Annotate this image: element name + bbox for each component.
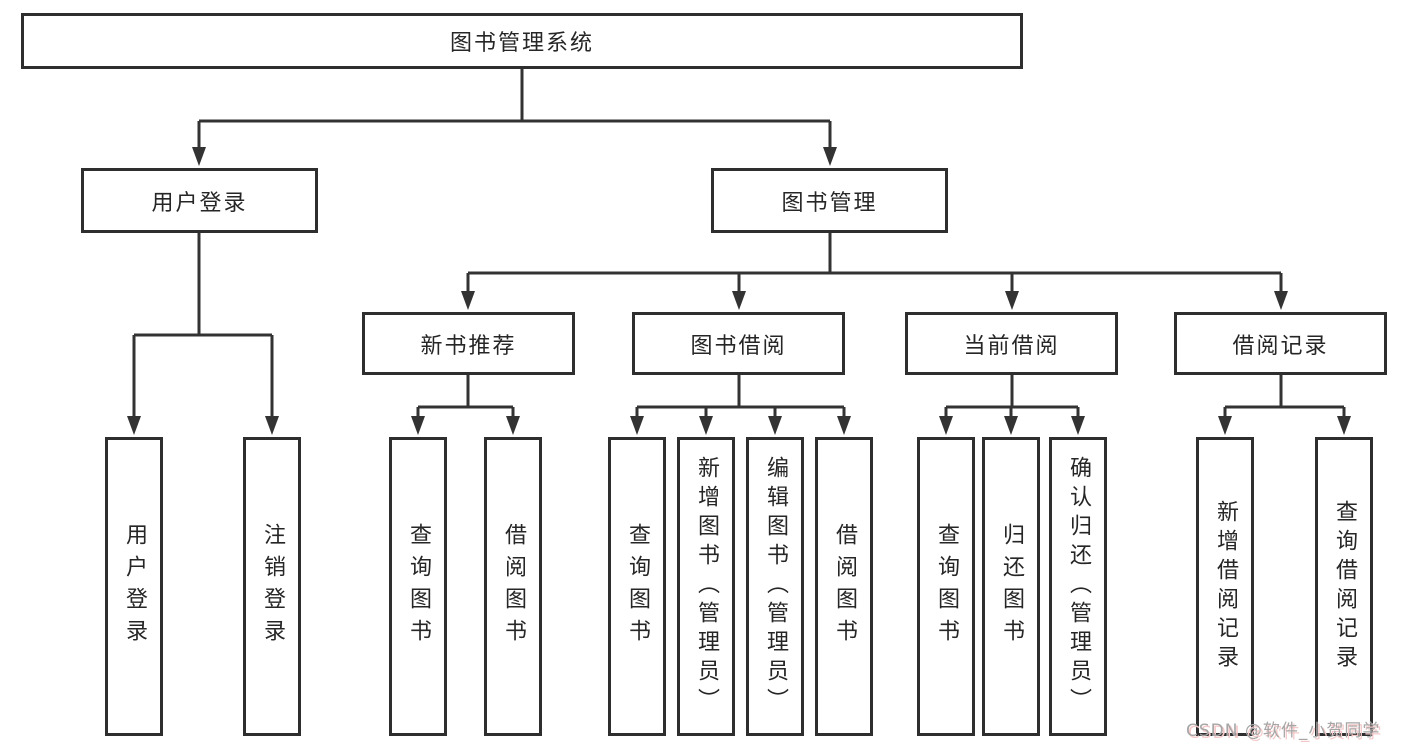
leaf-add-book-admin: 新增图书（管理员） xyxy=(677,437,735,736)
node-book-management: 图书管理 xyxy=(711,168,948,233)
node-label: 图书借阅 xyxy=(690,333,787,359)
node-label: 新书推荐 xyxy=(420,333,517,359)
node-label: 新增图书（管理员） xyxy=(694,456,719,717)
csdn-watermark: CSDN @软件_小贺同学 xyxy=(1186,721,1381,741)
node-label: 注销登录 xyxy=(260,522,285,651)
node-label: 借阅记录 xyxy=(1232,333,1329,359)
node-user-login: 用户登录 xyxy=(81,168,318,233)
leaf-borrow-books-borrowing: 借阅图书 xyxy=(815,437,873,736)
node-new-book-recommend: 新书推荐 xyxy=(362,312,575,375)
leaf-logout: 注销登录 xyxy=(243,437,301,736)
node-label: 查询借阅记录 xyxy=(1332,499,1357,674)
node-library-management-system: 图书管理系统 xyxy=(21,13,1023,69)
leaf-query-books-recommend: 查询图书 xyxy=(389,437,447,736)
node-label: 确认归还（管理员） xyxy=(1066,456,1091,717)
node-current-borrowing: 当前借阅 xyxy=(905,312,1118,375)
leaf-query-books-current: 查询图书 xyxy=(917,437,975,736)
leaf-user-login: 用户登录 xyxy=(105,437,163,736)
leaf-query-books-borrowing: 查询图书 xyxy=(608,437,666,736)
node-label: 图书管理 xyxy=(781,190,878,216)
node-label: 查询图书 xyxy=(406,522,431,651)
node-label: 查询图书 xyxy=(625,522,650,651)
leaf-borrow-books-recommend: 借阅图书 xyxy=(484,437,542,736)
node-book-borrowing: 图书借阅 xyxy=(632,312,845,375)
node-label: 归还图书 xyxy=(999,522,1024,651)
node-label: 编辑图书（管理员） xyxy=(763,456,788,717)
node-label: 查询图书 xyxy=(934,522,959,651)
node-borrow-records: 借阅记录 xyxy=(1174,312,1387,375)
leaf-query-borrow-record: 查询借阅记录 xyxy=(1315,437,1373,736)
node-label: 借阅图书 xyxy=(832,522,857,651)
node-label: 新增借阅记录 xyxy=(1213,499,1238,674)
node-label: 图书管理系统 xyxy=(449,31,594,56)
leaf-return-book: 归还图书 xyxy=(982,437,1040,736)
node-label: 用户登录 xyxy=(151,190,248,216)
leaf-confirm-return-admin: 确认归还（管理员） xyxy=(1049,437,1107,736)
leaf-edit-book-admin: 编辑图书（管理员） xyxy=(746,437,804,736)
leaf-add-borrow-record: 新增借阅记录 xyxy=(1196,437,1254,736)
node-label: 用户登录 xyxy=(122,522,147,651)
arrowhead-icons xyxy=(127,147,1351,435)
node-label: 借阅图书 xyxy=(501,522,526,651)
node-label: 当前借阅 xyxy=(963,333,1060,359)
